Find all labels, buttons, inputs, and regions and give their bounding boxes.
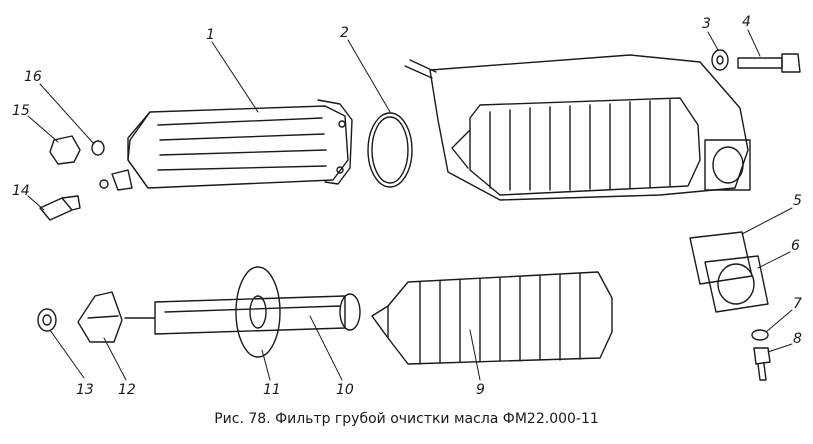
callout-2: 2 xyxy=(340,25,349,41)
part-15-cap-nut xyxy=(49,135,81,165)
callout-5: 5 xyxy=(793,193,802,209)
part-6-cover-flange xyxy=(704,255,769,313)
part-14-fitting xyxy=(39,195,81,221)
callout-8: 8 xyxy=(793,331,802,347)
part-12-cone-cap xyxy=(77,291,123,343)
assembled-filter xyxy=(404,54,751,201)
callout-11: 11 xyxy=(263,382,281,398)
callout-6: 6 xyxy=(791,238,800,254)
part-7-spring-washer xyxy=(751,329,769,341)
part-16-o-ring xyxy=(91,140,105,156)
part-3-washer xyxy=(711,49,729,71)
callout-12: 12 xyxy=(118,382,136,398)
callout-7: 7 xyxy=(793,296,802,312)
callout-14: 14 xyxy=(12,183,30,199)
callout-9: 9 xyxy=(476,382,485,398)
part-8-bolt xyxy=(753,347,771,381)
callout-13: 13 xyxy=(76,382,94,398)
callout-10: 10 xyxy=(336,382,354,398)
part-4-bolt xyxy=(737,53,801,73)
callout-1: 1 xyxy=(206,27,215,43)
callout-15: 15 xyxy=(12,103,30,119)
leader-lines xyxy=(27,29,793,381)
part-9-filter-element xyxy=(371,271,613,365)
part-13-nut xyxy=(37,308,57,332)
figure-caption: Рис. 78. Фильтр грубой очистки масла ФМ2… xyxy=(214,411,599,427)
part-2-sealing-ring xyxy=(367,112,413,188)
callout-16: 16 xyxy=(24,69,42,85)
callout-4: 4 xyxy=(742,14,751,30)
part-11-disc xyxy=(235,266,281,358)
part-10-center-tube xyxy=(124,293,361,335)
part-1-filter-housing xyxy=(99,99,353,191)
callout-3: 3 xyxy=(702,16,711,32)
